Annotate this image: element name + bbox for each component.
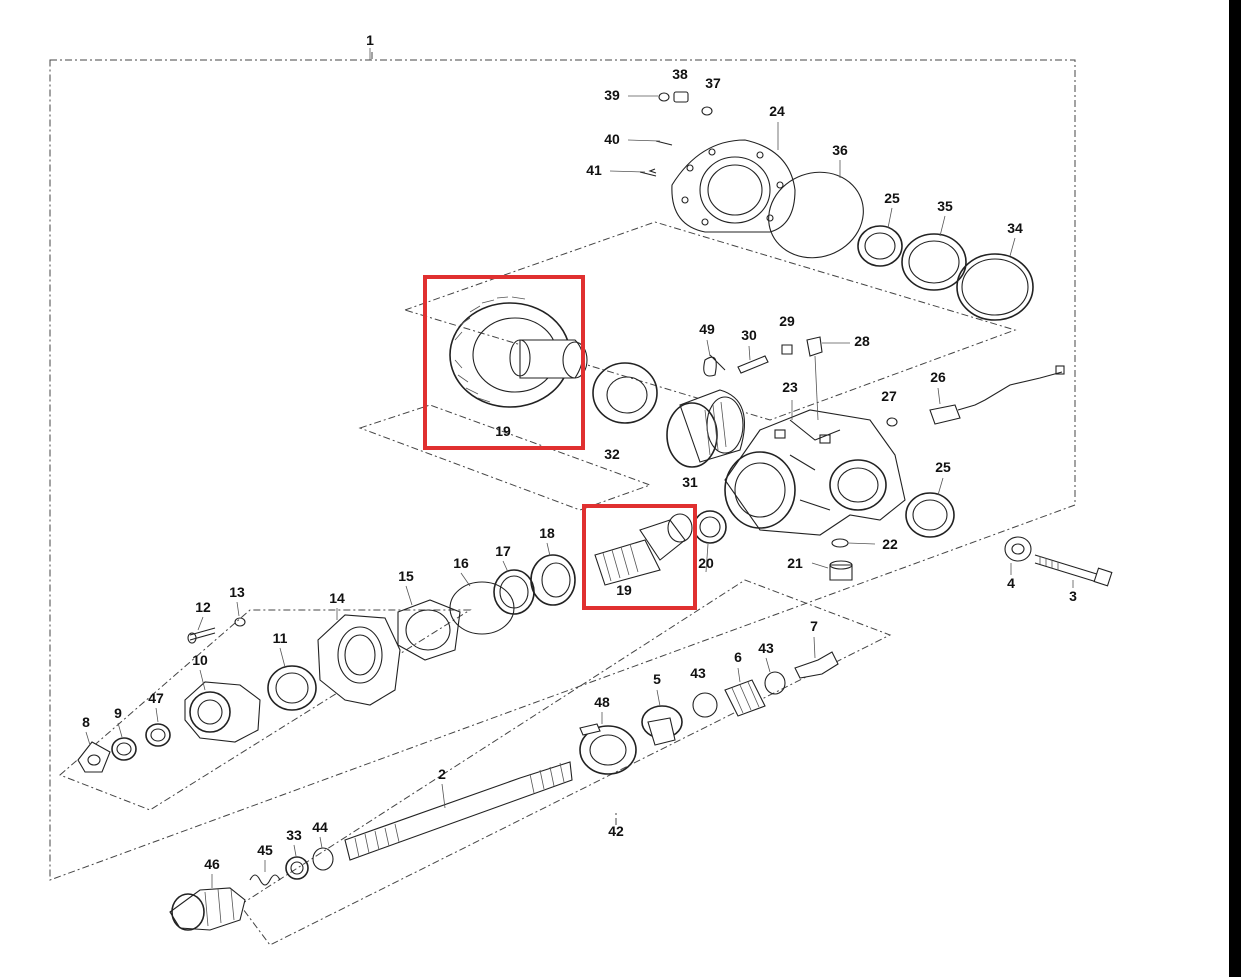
shim-34	[956, 253, 1034, 321]
part-label-l41: 41	[586, 162, 602, 178]
part-label-l31: 31	[682, 474, 698, 490]
part-label-l18: 18	[539, 525, 555, 541]
shaft-2	[344, 761, 573, 861]
part-label-l38: 38	[672, 66, 688, 82]
part-label-l20: 20	[698, 555, 714, 571]
part-label-l13: 13	[229, 584, 245, 600]
part-label-l37: 37	[705, 75, 721, 91]
part-label-l28: 28	[854, 333, 870, 349]
parts-44-33-45-46	[169, 847, 334, 931]
housing-23	[724, 400, 906, 536]
part-label-l36: 36	[832, 142, 848, 158]
part-label-l21: 21	[787, 555, 803, 571]
part-label-l45: 45	[257, 842, 273, 858]
frame-middle	[358, 404, 652, 511]
needle-bearing-31	[666, 389, 745, 468]
bolt-12-washer-13	[187, 617, 246, 644]
part-label-l9: 9	[114, 705, 122, 721]
bearing-32	[592, 362, 658, 424]
part-label-l40: 40	[604, 131, 620, 147]
part-label-l29: 29	[779, 313, 795, 329]
part-label-l46: 46	[204, 856, 220, 872]
part-label-l47: 47	[148, 690, 164, 706]
part-label-l12: 12	[195, 599, 211, 615]
part-label-l39: 39	[604, 87, 620, 103]
frame-left	[59, 609, 472, 811]
highlight-box-pinion	[582, 504, 697, 610]
part-label-l34: 34	[1007, 220, 1023, 236]
oring-16	[449, 581, 515, 635]
part-label-l48: 48	[594, 694, 610, 710]
bearing-18	[530, 554, 576, 606]
leader-lines	[85, 48, 1016, 888]
assembly-boundary	[49, 52, 1076, 881]
frame-upper	[403, 221, 1017, 421]
seal-11	[267, 665, 317, 711]
part-label-l24: 24	[769, 103, 785, 119]
part-label-l22: 22	[882, 536, 898, 552]
part-label-l19a: 19	[495, 423, 511, 439]
part-label-l15: 15	[398, 568, 414, 584]
ring-gear-19	[449, 296, 588, 408]
cover-24	[671, 139, 796, 233]
part-label-l1: 1	[366, 32, 374, 48]
part-label-l7: 7	[810, 618, 818, 634]
part-label-l25a: 25	[884, 190, 900, 206]
parts-47-9-8	[77, 723, 171, 773]
part-label-l11: 11	[273, 630, 288, 646]
part-label-l8: 8	[82, 714, 90, 730]
part-label-l32: 32	[604, 446, 620, 462]
part-label-l49: 49	[699, 321, 715, 337]
part-label-l42: 42	[608, 823, 624, 839]
pinion-gear-19	[594, 513, 693, 586]
part-label-l10: 10	[192, 652, 208, 668]
part-label-l43a: 43	[758, 640, 774, 656]
seal-25-lower	[905, 492, 955, 538]
part-label-l2: 2	[438, 766, 446, 782]
part-label-l44: 44	[312, 819, 328, 835]
small-parts-top	[609, 91, 713, 177]
part-label-l6: 6	[734, 649, 742, 665]
parts-7-43-6-5-48	[579, 651, 839, 775]
part-label-l30: 30	[741, 327, 757, 343]
frame-shaft	[239, 579, 892, 946]
part-label-l35: 35	[937, 198, 953, 214]
part-label-l26: 26	[930, 369, 946, 385]
seal-20	[693, 510, 727, 544]
sensor-26	[929, 365, 1065, 425]
bearing-35	[901, 233, 967, 291]
part-label-l14: 14	[329, 590, 345, 606]
part-label-l4: 4	[1007, 575, 1015, 591]
highlight-box-ring-gear	[423, 275, 585, 450]
part-label-l23: 23	[782, 379, 798, 395]
part-label-l5: 5	[653, 671, 661, 687]
part-label-l43b: 43	[690, 665, 706, 681]
oring-36	[768, 171, 864, 259]
gasket-15	[397, 599, 461, 661]
seal-25-upper	[857, 225, 903, 267]
part-label-l19b: 19	[616, 582, 632, 598]
part-label-l17: 17	[495, 543, 511, 559]
washer-22-plug-21	[811, 538, 876, 581]
parts-28-29-30-49	[703, 336, 898, 427]
part-label-l3: 3	[1069, 588, 1077, 604]
part-label-l16: 16	[453, 555, 469, 571]
window-edge-bar	[1229, 0, 1241, 977]
nut-4-bolt-3	[1004, 536, 1113, 588]
front-housing-14	[317, 608, 401, 706]
cv-housing-10	[184, 681, 261, 743]
part-label-l25b: 25	[935, 459, 951, 475]
part-label-l27: 27	[881, 388, 897, 404]
part-label-l33: 33	[286, 827, 302, 843]
